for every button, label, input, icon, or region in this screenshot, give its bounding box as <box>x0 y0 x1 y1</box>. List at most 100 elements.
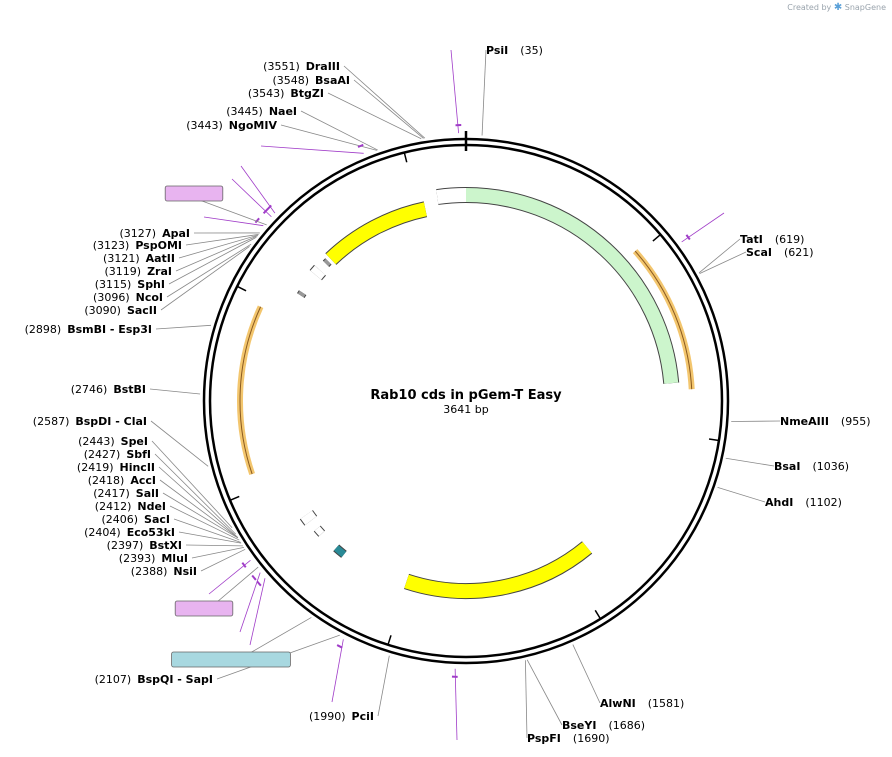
site-pos: (2587) <box>33 415 70 428</box>
site-pos: (1036) <box>812 460 849 473</box>
leader-line <box>185 544 243 547</box>
site-name: AhdI <box>765 496 793 509</box>
leader-line <box>200 548 246 572</box>
site-name: BstXI <box>149 539 182 552</box>
tick-mark <box>403 152 408 163</box>
site-label: (2107)BspQI - SapI <box>95 673 213 686</box>
ticks <box>229 152 720 646</box>
site-name: SacI <box>144 513 170 526</box>
site-name: PciI <box>352 710 374 723</box>
site-label: (3445)NaeI <box>226 105 297 118</box>
site-pos: (3121) <box>103 252 140 265</box>
primer-mark <box>685 234 691 241</box>
leader-line <box>154 453 236 535</box>
site-pos: (1102) <box>805 496 842 509</box>
leader-line <box>327 92 422 140</box>
site-label: (3119)ZraI <box>105 265 173 278</box>
site-pos: (1686) <box>608 719 645 732</box>
site-extra: - Esp3I <box>106 323 152 336</box>
site-label: (2406)SacI <box>101 513 170 526</box>
site-pos: (3443) <box>186 119 223 132</box>
primer-leader <box>249 578 266 646</box>
site-label: AlwNI (1581) <box>600 697 684 710</box>
snapgene-watermark: Created by ✱ SnapGene <box>787 2 886 13</box>
primer-mark <box>241 562 247 568</box>
primer-leader <box>450 49 459 134</box>
feature-body <box>300 510 317 525</box>
site-name: SalI <box>136 487 159 500</box>
site-label: (2419)HincII <box>77 461 155 474</box>
site-label: (3123)PspOMI <box>93 239 182 252</box>
tick-mark <box>652 233 661 242</box>
leader-line <box>300 110 378 151</box>
site-pos: (3548) <box>272 74 309 87</box>
site-pos: (3551) <box>263 60 300 73</box>
site-pos: (35) <box>520 44 543 57</box>
primer-leader <box>454 668 458 741</box>
leader-line <box>524 660 528 739</box>
backbone <box>202 131 730 665</box>
leader-line <box>481 49 487 136</box>
site-name: DraIII <box>306 60 340 73</box>
site-pos: (3096) <box>93 291 130 304</box>
leader-line <box>377 655 390 717</box>
feature-body <box>436 188 467 204</box>
site-name: BspDI <box>75 415 111 428</box>
site-label: (2898)BsmBI - Esp3I <box>25 323 152 336</box>
primer-mark <box>357 143 364 148</box>
feature-body <box>404 541 592 598</box>
site-pos: (3123) <box>93 239 130 252</box>
site-name: SpeI <box>121 435 148 448</box>
site-name: ApaI <box>162 227 190 240</box>
feature-body <box>314 526 325 537</box>
site-pos: (2443) <box>78 435 115 448</box>
primer-mark <box>256 580 262 587</box>
leader-lines <box>149 49 781 741</box>
brand-logo: ✱ <box>833 2 843 13</box>
site-label: (2418)AccI <box>88 474 156 487</box>
site-pos: (2404) <box>84 526 121 539</box>
leader-line <box>572 644 601 704</box>
leader-line <box>160 246 250 311</box>
site-pos: (2412) <box>95 500 132 513</box>
leader-line <box>150 420 209 467</box>
site-pos: (1581) <box>648 697 685 710</box>
site-label: (3551) DraIII <box>263 60 340 73</box>
site-name: BseYI <box>562 719 596 732</box>
tick-mark <box>229 495 240 501</box>
site-pos: (1990) <box>309 710 346 723</box>
site-extra: - SapI <box>173 673 213 686</box>
site-name: TatI <box>740 233 763 246</box>
site-name: NsiI <box>173 565 197 578</box>
tick-mark <box>594 609 602 620</box>
site-name: NaeI <box>269 105 297 118</box>
leader-line <box>149 388 201 395</box>
site-pos: (2427) <box>84 448 121 461</box>
site-extra: - ClaI <box>111 415 147 428</box>
site-name: ZraI <box>147 265 172 278</box>
site-pos: (621) <box>784 246 814 259</box>
leader-line <box>699 251 747 275</box>
leader-line <box>698 238 741 274</box>
leader-line <box>353 79 424 139</box>
orf-arcs <box>237 249 695 476</box>
leader-line <box>166 243 252 298</box>
leader-line <box>159 479 239 539</box>
tick-mark <box>387 635 392 646</box>
site-name: AlwNI <box>600 697 636 710</box>
site-name: BsmBI <box>67 323 106 336</box>
site-name: PsiI <box>486 44 508 57</box>
leader-line <box>151 440 233 528</box>
leader-line <box>526 659 563 726</box>
feature-body <box>325 202 427 265</box>
feature-box <box>164 185 224 202</box>
primer-mark <box>262 208 269 215</box>
feature-body <box>323 258 331 267</box>
site-name: NdeI <box>137 500 166 513</box>
primer-mark <box>251 574 257 581</box>
site-label: NmeAIII(955) <box>780 415 871 428</box>
leader-line <box>173 518 241 543</box>
site-name: NgoMIV <box>229 119 278 132</box>
primer-leader <box>260 145 364 154</box>
site-name: BsaAI <box>315 74 350 87</box>
